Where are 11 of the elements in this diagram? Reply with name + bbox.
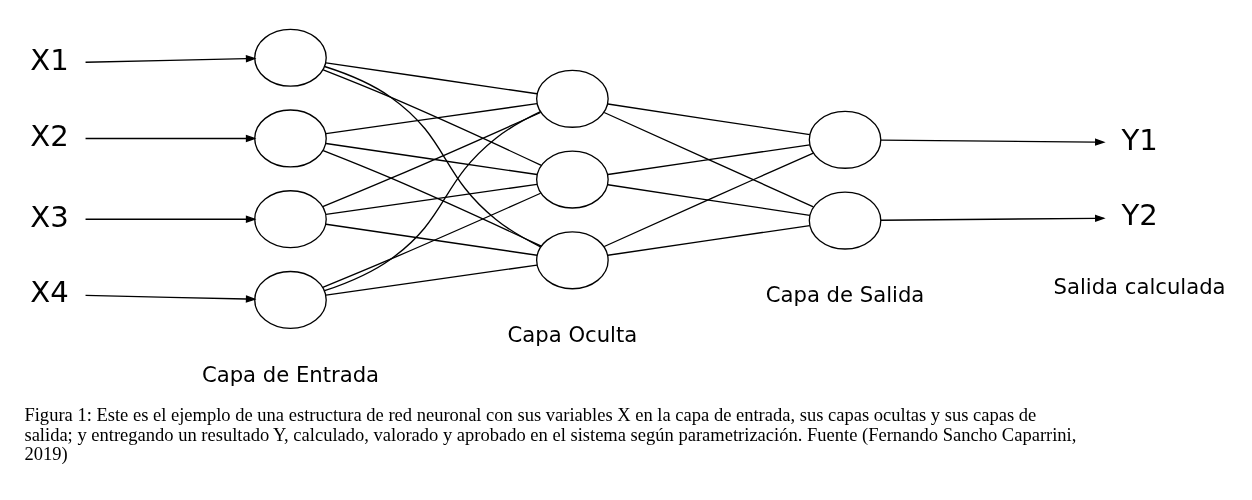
node-text: X1	[30, 43, 69, 78]
label: Salida calculada	[1053, 274, 1226, 300]
node-text: Y1	[1121, 122, 1158, 157]
node-text: X3	[30, 199, 69, 234]
node-text: Y2	[1121, 198, 1158, 233]
label: Capa Oculta	[507, 322, 638, 348]
label: Capa de Salida	[765, 282, 925, 308]
node-text: X2	[30, 118, 69, 153]
caption: Figura 1: Este es el ejemplo de una estructura de red neuronal con sus variables X en la capa de entrada, sus capas ocultas y sus capas de salida; y entregando un resultado Y, calculado, valorado y aprobado en el sistema según parametrización. Fuente (Fernando Sancho Caparrini, 2019)	[24, 403, 1077, 465]
node-text: X4	[30, 275, 69, 310]
label: Capa de Entrada	[201, 361, 380, 387]
